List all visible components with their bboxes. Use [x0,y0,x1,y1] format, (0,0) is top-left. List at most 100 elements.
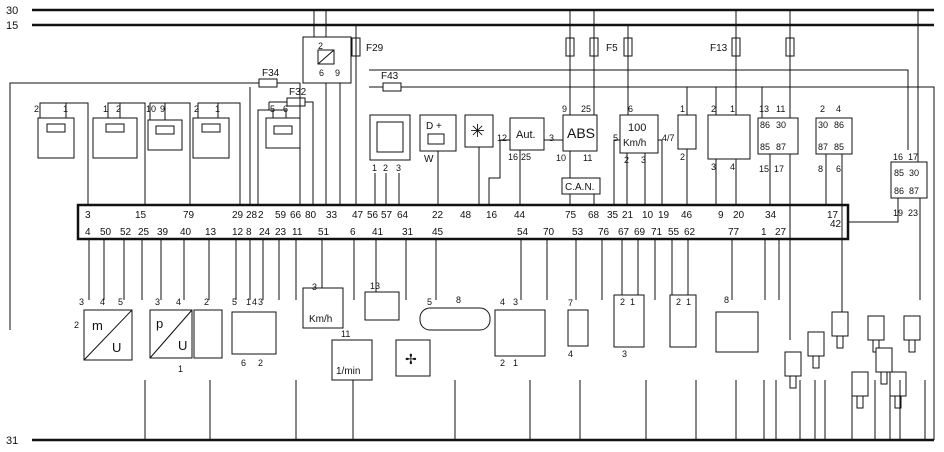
pressure-u-label: U [178,338,187,353]
injector-nozzle [908,339,916,353]
wire [488,139,510,205]
fuel-injector [831,311,849,337]
aut-pin: 10 [556,153,566,163]
ecu-pin-label: 45 [432,227,444,238]
brake-switch [677,114,697,150]
ecu-pin-label: 76 [598,227,610,238]
ecu-pin-label: 3 [85,210,91,221]
ecu-pin-label: 22 [432,210,444,221]
can-bus-box [561,177,601,195]
ecu-pin-label: 54 [517,227,529,238]
maf-divider [83,309,133,361]
valve-coil [273,125,293,135]
speedometer-label: Km/h [309,314,332,325]
speed-pin: 5 [613,133,618,143]
switch-pin: 1 [730,104,735,114]
component-pin: 2 [74,320,79,330]
relay-pin: 6 [836,164,841,174]
fan-icon: ✳ [470,121,485,141]
fan-motor [395,339,431,377]
relay-far-right [890,161,928,199]
relay-pin: 17 [774,164,784,174]
ecu-pin-label: 17 [827,210,839,221]
coil-pin: 1 [372,163,377,173]
ecu-pin-label: 50 [100,227,112,238]
wire [305,101,314,205]
ecu-pin-label: 62 [684,227,696,238]
ecu-pin-label: 16 [486,210,498,221]
component-pin: 5 [232,297,237,307]
switch-pin: 3 [711,162,716,172]
ecu-pin-label: 9 [718,210,724,221]
pressure-p-label: p [156,316,163,331]
temp-sensor [193,309,223,359]
cruise-sensor [364,291,400,321]
abs-pin: 25 [581,104,591,114]
ignition-coil-winding [376,121,404,153]
component-pin: 4 [500,297,505,307]
component-pin: 4 [176,297,181,307]
maf-u-label: U [112,340,121,355]
valve-pin: 9 [160,104,165,114]
alternator [419,114,457,152]
speed-pin: 3 [641,155,646,165]
fan-motor-icon: ✢ [405,351,417,367]
ecu-pin-label: 52 [120,227,132,238]
alternator-w-label: W [424,154,434,165]
component-pin: 7 [568,298,573,308]
auto-transmission-label: Aut. [516,129,536,141]
relay-pin: 85 [760,142,770,152]
valve-pin: 2 [116,104,121,114]
speed-pin: 4/7 [662,133,675,143]
fuel-injector [903,315,921,341]
aut-pin: 16 [508,152,518,162]
oxygen-sensor [669,294,697,348]
main-relay-pin: 9 [335,68,340,78]
relay-pin: 16 [893,152,903,162]
ecu-pin-label: 51 [318,227,330,238]
component-pin: 2 [204,297,209,307]
relay-pin: 13 [759,104,769,114]
valve-pin: 5 [270,104,275,114]
abs-label: ABS [567,125,595,141]
relay-pin: 86 [760,120,770,130]
valve-pin: 1 [103,104,108,114]
component-pin: 5 [427,297,432,307]
ecu-pin-label: 12 [232,227,244,238]
knock-sensor [419,307,491,331]
relay-pin: 11 [776,104,785,114]
tachometer-label: 1/min [336,366,360,377]
ecu-pin-label: 68 [588,210,600,221]
valve-coil [201,123,221,133]
coil-pin: 3 [396,163,401,173]
fuse-f34-label: F34 [262,68,280,79]
wire [277,82,301,205]
relay-pin: 15 [759,164,769,174]
component-pin: 3 [155,297,160,307]
injector-nozzle [880,371,888,385]
injector-nozzle [812,355,820,369]
ecu-pin-label: 25 [138,227,150,238]
relay-pin: 17 [908,152,918,162]
wire [107,102,146,205]
ecu-pin-label: 4 [85,227,91,238]
wire [149,102,191,205]
fuel-injector [784,351,802,377]
injector-nozzle [836,335,844,349]
relay-pin: 30 [818,120,828,130]
relay-pin: 87 [818,142,828,152]
relay-pin: 2 [820,104,825,114]
component-pin: 1 [686,297,691,307]
fuel-injector [875,347,893,373]
speed-pin: 6 [628,104,633,114]
relay-pin: 85 [894,168,904,178]
ecu-pin-label: 47 [352,210,364,221]
valve-coil [46,123,66,133]
alternator-symbol [427,133,445,145]
maf-m-label: m [92,318,103,333]
can-bus-label: C.A.N. [565,182,594,193]
ecu-pin-label: 41 [372,227,384,238]
alternator-dplus-label: D + [426,121,442,132]
